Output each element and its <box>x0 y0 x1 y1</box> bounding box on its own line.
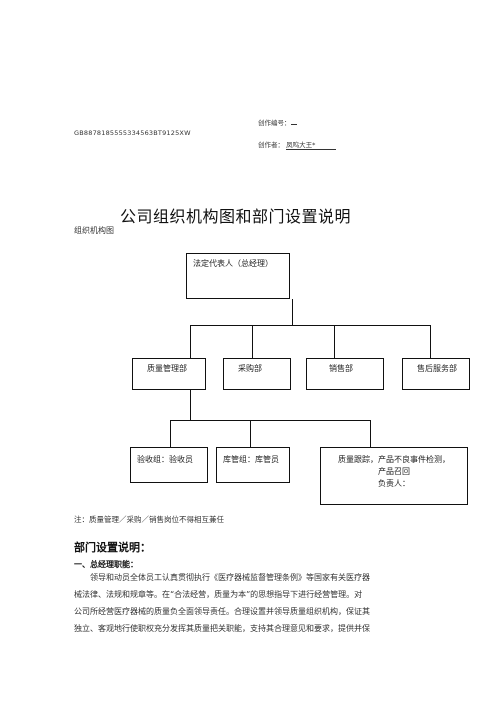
org-box-quality-tracking: 质量跟踪，产品不良事件检测， 产品召回 负责人： <box>320 447 468 505</box>
item1-heading: 一、总经理职能： <box>74 559 138 569</box>
connector-line <box>170 420 171 447</box>
org-box-label: 销售部 <box>329 364 353 373</box>
connector-line <box>252 325 253 358</box>
paragraph-line: 公司所经营医疗器械的质量负全面领导责任。合理设置并领导质量组织机构，保证其 <box>74 607 370 616</box>
org-box-purchasing-dept: 采购部 <box>223 358 291 390</box>
org-box-sales-dept: 销售部 <box>306 358 384 390</box>
connector-line <box>190 390 191 420</box>
org-box-inspection-group: 验收组：验收员 <box>130 447 208 483</box>
org-box-label: 产品召回 <box>378 467 410 476</box>
connector-line <box>190 325 430 326</box>
org-box-warehouse-group: 库管组：库管员 <box>216 447 290 483</box>
org-box-label: 法定代表人（总经理） <box>193 259 273 268</box>
connector-line <box>430 325 431 358</box>
org-box-after-sales-dept: 售后服务部 <box>402 358 470 390</box>
paragraph-line: 独立、客观地行使职权充分发挥其质量把关职能，支持其合理意见和要求，提供并保 <box>74 624 370 633</box>
connector-line <box>292 299 293 325</box>
paragraph-line: 械法律、法规和规章等。在“合法经营，质量为本”的思想指导下进行经营管理。对 <box>74 590 363 599</box>
org-box-label: 采购部 <box>238 364 262 373</box>
org-box-label: 质量跟踪，产品不良事件检测， <box>338 455 450 464</box>
connector-line <box>190 325 191 358</box>
section-subtitle: 组织机构图 <box>74 226 114 235</box>
author-name: 凤呜大王* <box>286 139 337 150</box>
page-title: 公司组织机构图和部门设置说明 <box>120 207 352 226</box>
org-box-legal-representative: 法定代表人（总经理） <box>186 253 290 299</box>
org-note: 注：质量管理／采购／销售岗位不得相互兼任 <box>74 515 224 524</box>
org-box-label: 库管组：库管员 <box>223 455 279 464</box>
connector-line <box>334 325 335 358</box>
org-box-label: 负责人： <box>378 479 410 488</box>
paragraph-line: 领导和动员全体员工认真贯彻执行《医疗器械监督管理条例》等国家有关医疗器 <box>90 573 370 582</box>
org-box-label: 质量管理部 <box>147 364 187 373</box>
connector-line <box>170 420 370 421</box>
connector-line <box>250 420 251 447</box>
org-box-quality-dept: 质量管理部 <box>132 358 206 390</box>
org-box-label: 验收组：验收员 <box>137 455 193 464</box>
connector-line <box>370 420 371 447</box>
author-line: 创作者： 凤呜大王* <box>258 139 337 150</box>
item1-paragraph: 领导和动员全体员工认真贯彻执行《医疗器械监督管理条例》等国家有关医疗器 械法律、… <box>74 569 402 637</box>
document-code: GB8878185555334563BT9125XW <box>74 129 191 137</box>
org-box-label: 售后服务部 <box>417 364 457 373</box>
section-heading: 部门设置说明： <box>74 541 151 554</box>
edit-number-label: 创作编号： <box>258 117 297 127</box>
